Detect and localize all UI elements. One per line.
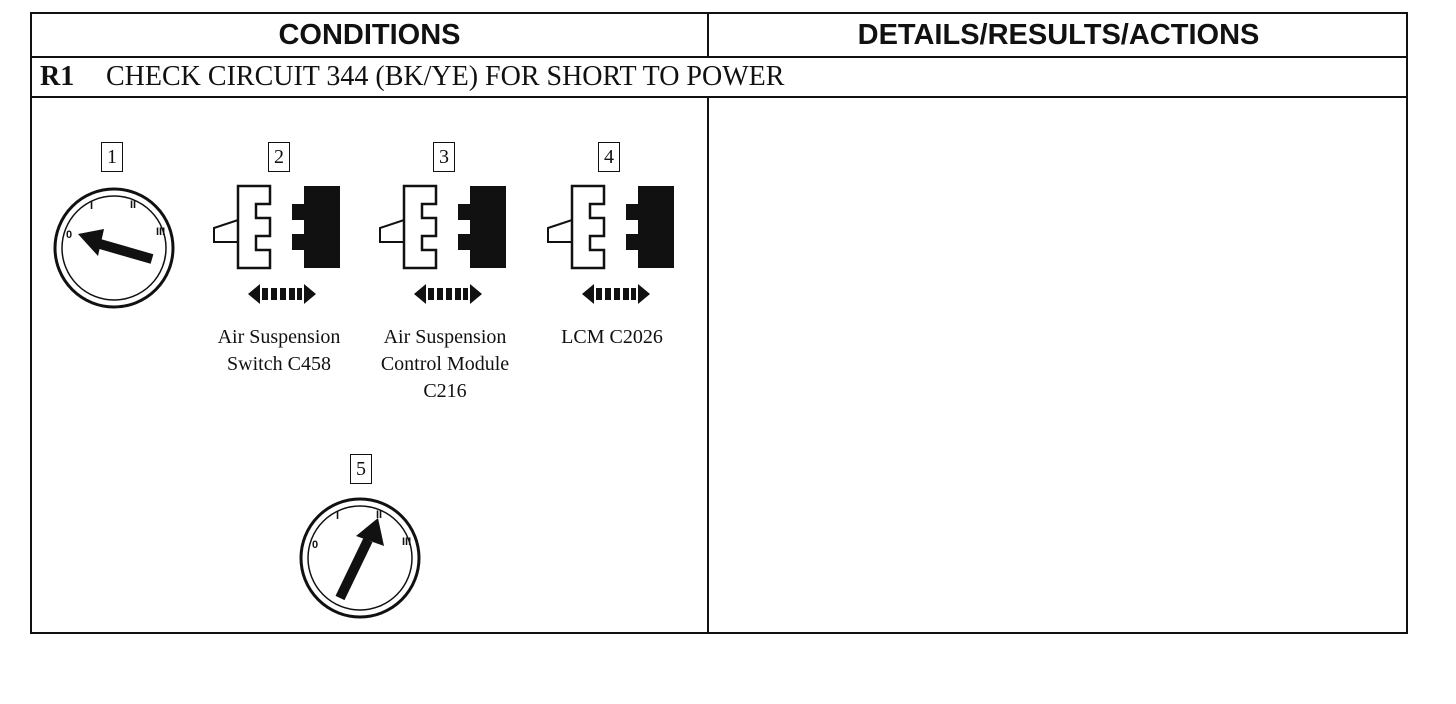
step-number-2: 2 (268, 142, 290, 172)
ignition-switch-icon: 0 I II III (299, 497, 421, 619)
pos-label-run: II (130, 199, 136, 211)
pos-label-run: II (376, 509, 382, 521)
caption-line: Control Module (380, 353, 510, 375)
pos-label-off: 0 (66, 229, 72, 241)
step-number-5: 5 (350, 454, 372, 484)
caption-line: C216 (423, 380, 467, 402)
step-number-3: 3 (433, 142, 455, 172)
details-header: DETAILS/RESULTS/ACTIONS (709, 14, 1408, 58)
caption-line: LCM C2026 (561, 326, 663, 348)
pos-label-off: 0 (312, 539, 318, 551)
step-number-1: 1 (101, 142, 123, 172)
step-id: R1 (40, 61, 75, 92)
conditions-cell: 1 0 I II III 2 Air Suspension S (32, 98, 709, 632)
pos-label-start: III (402, 536, 411, 548)
step-title: CHECK CIRCUIT 344 (BK/YE) FOR SHORT TO P… (106, 61, 785, 92)
caption-step-3: Air Suspension Control Module C216 (366, 324, 524, 405)
pos-label-start: III (156, 226, 165, 238)
caption-step-4: LCM C2026 (542, 324, 682, 351)
ignition-switch-icon: 0 I II III (53, 187, 175, 309)
caption-line: Air Suspension (217, 326, 341, 348)
pos-label-acc: I (336, 510, 339, 522)
step-row-title: R1 CHECK CIRCUIT 344 (BK/YE) FOR SHORT T… (32, 58, 1406, 98)
caption-step-2: Air Suspension Switch C458 (204, 324, 354, 378)
details-cell (709, 98, 1406, 632)
pos-label-acc: I (90, 200, 93, 212)
conditions-header: CONDITIONS (32, 14, 709, 58)
diagnostic-table: CONDITIONS DETAILS/RESULTS/ACTIONS R1 CH… (30, 12, 1408, 634)
caption-line: Air Suspension (383, 326, 507, 348)
step-number-4: 4 (598, 142, 620, 172)
connector-disconnect-icon (547, 184, 674, 304)
caption-line: Switch C458 (227, 353, 331, 375)
connector-disconnect-icon (213, 184, 340, 304)
connector-disconnect-icon (379, 184, 506, 304)
